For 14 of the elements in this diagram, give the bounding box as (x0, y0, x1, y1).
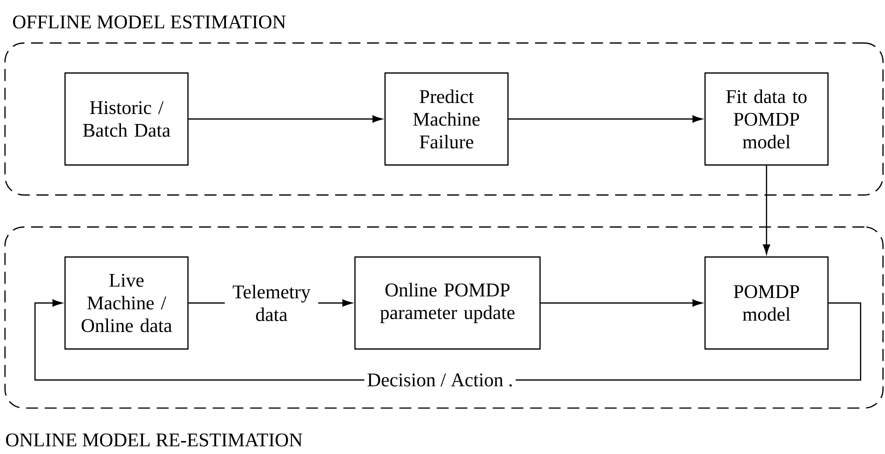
process-box: Live Machine / Online data (64, 256, 189, 350)
edge-label: Decision / Action . (364, 370, 516, 390)
group-heading: OFFLINE MODEL ESTIMATION (13, 16, 286, 28)
edge-label: Telemetry data (224, 282, 318, 324)
arrow (508, 115, 702, 123)
group-heading: ONLINE MODEL RE-ESTIMATION (6, 434, 302, 446)
process-box: Historic / Batch Data (64, 72, 189, 166)
process-box: Online POMDP parameter update (354, 256, 541, 350)
process-box: Fit data to POMDP model (704, 72, 829, 166)
process-box: Predict Machine Failure (384, 72, 509, 166)
arrow (762, 166, 770, 254)
arrow (540, 299, 702, 307)
process-box: POMDP model (704, 256, 829, 350)
arrow (188, 115, 382, 123)
